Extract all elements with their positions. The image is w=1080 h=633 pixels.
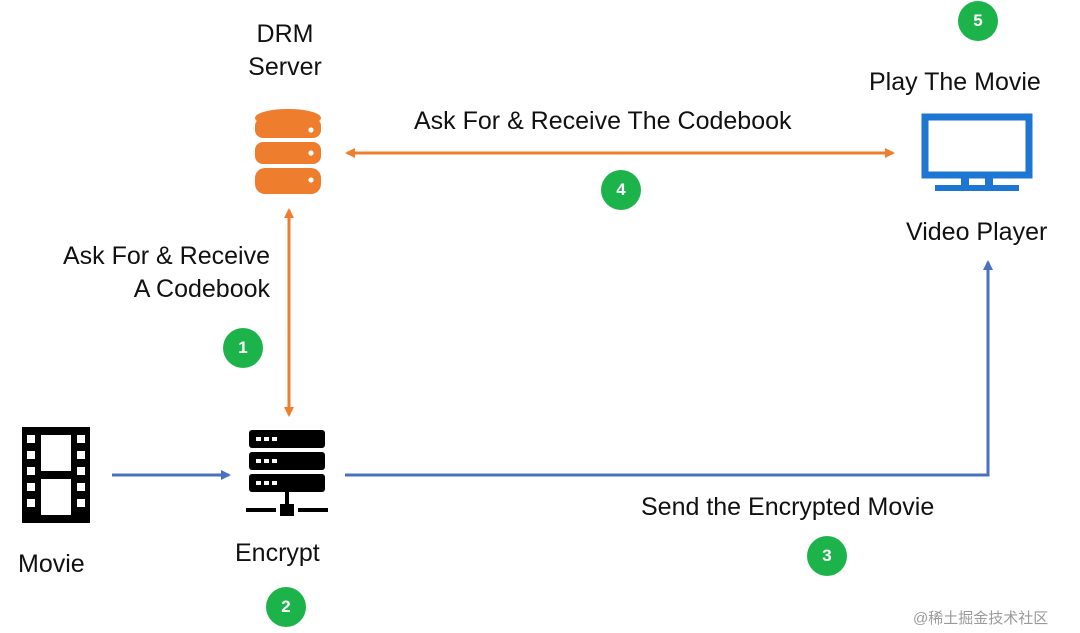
play-movie-label: Play The Movie: [869, 68, 1041, 96]
step-badge-1: 1: [223, 328, 263, 368]
edge-label-encrypt-drm-1: Ask For & Receive: [62, 242, 270, 270]
step-badge-3: 3: [807, 536, 847, 576]
video-player-label: Video Player: [906, 218, 1048, 246]
drm-server-label-2: Server: [248, 53, 322, 81]
edge-label-encrypt-player: Send the Encrypted Movie: [641, 493, 935, 521]
step-badge-4: 4: [601, 170, 641, 210]
movie-label: Movie: [18, 550, 85, 578]
edge-label-drm-player: Ask For & Receive The Codebook: [414, 107, 792, 135]
step-badge-5: 5: [958, 1, 998, 41]
drm-server-label-1: DRM: [256, 20, 314, 48]
watermark: @稀土掘金技术社区: [913, 610, 1049, 627]
step-badge-2: 2: [266, 587, 306, 627]
server-rack-icon: [246, 430, 328, 516]
database-icon: [255, 109, 321, 194]
film-strip-icon: [22, 427, 90, 523]
monitor-icon: [921, 113, 1033, 191]
encrypt-label: Encrypt: [235, 539, 320, 567]
edge-label-encrypt-drm-2: A Codebook: [133, 275, 270, 303]
arrow-encrypt-player: [345, 260, 993, 477]
